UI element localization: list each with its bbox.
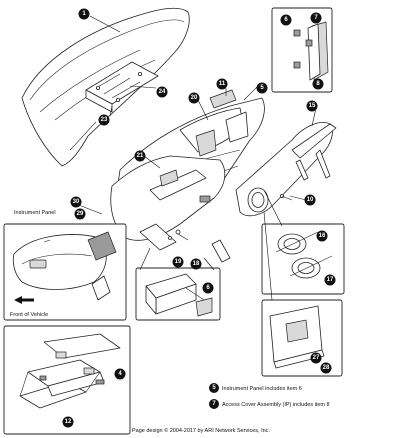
svg-text:24: 24 bbox=[159, 89, 166, 95]
svg-text:11: 11 bbox=[219, 81, 226, 87]
instrument-panel-detail-box bbox=[3, 223, 127, 321]
instrument-panel-label: Instrument Panel bbox=[14, 210, 56, 216]
svg-text:30: 30 bbox=[73, 199, 80, 205]
tray-detail-box bbox=[3, 325, 131, 435]
svg-text:1: 1 bbox=[82, 11, 86, 17]
callout-24[interactable]: 24 bbox=[156, 86, 168, 98]
svg-text:Instrument Panel includes item: Instrument Panel includes item 6 bbox=[222, 386, 302, 392]
callout-12[interactable]: 12 bbox=[62, 416, 74, 428]
legend-item-5: 5 Instrument Panel includes item 6 bbox=[209, 383, 302, 393]
lower-dash-part[interactable] bbox=[110, 155, 231, 263]
legend-item-7: 7 Access Cover Assembly (IP) includes it… bbox=[209, 399, 330, 409]
callout-10[interactable]: 10 bbox=[304, 194, 316, 206]
svg-text:6: 6 bbox=[284, 17, 288, 23]
callout-29[interactable]: 29 bbox=[74, 208, 86, 220]
callout-28[interactable]: 28 bbox=[320, 362, 332, 374]
svg-text:23: 23 bbox=[101, 117, 108, 123]
svg-text:4: 4 bbox=[118, 371, 122, 377]
callout-8[interactable]: 8 bbox=[312, 78, 324, 90]
svg-text:27: 27 bbox=[313, 355, 320, 361]
svg-text:20: 20 bbox=[191, 95, 198, 101]
callout-17[interactable]: 17 bbox=[324, 274, 336, 286]
callout-15[interactable]: 15 bbox=[306, 100, 318, 112]
svg-text:16: 16 bbox=[319, 233, 326, 239]
svg-text:21: 21 bbox=[137, 153, 144, 159]
svg-text:7: 7 bbox=[212, 401, 216, 407]
callout-11[interactable]: 11 bbox=[216, 78, 228, 90]
callout-23[interactable]: 23 bbox=[98, 114, 110, 126]
callout-18[interactable]: 18 bbox=[190, 258, 202, 270]
callout-6-bracket[interactable]: 6 bbox=[202, 282, 214, 294]
svg-text:8: 8 bbox=[316, 81, 320, 87]
svg-text:Access Cover Assembly (IP) inc: Access Cover Assembly (IP) includes item… bbox=[222, 402, 330, 408]
svg-text:5: 5 bbox=[260, 85, 264, 91]
callout-30[interactable]: 30 bbox=[70, 196, 82, 208]
svg-text:12: 12 bbox=[65, 419, 72, 425]
svg-text:18: 18 bbox=[193, 261, 200, 267]
callout-20[interactable]: 20 bbox=[188, 92, 200, 104]
access-cover-detail-box bbox=[261, 299, 343, 377]
callout-19[interactable]: 19 bbox=[172, 256, 184, 268]
callout-6-top[interactable]: 6 bbox=[280, 14, 292, 26]
svg-text:29: 29 bbox=[77, 211, 84, 217]
front-of-vehicle-label: Front of Vehicle bbox=[10, 312, 48, 318]
callout-7[interactable]: 7 bbox=[310, 12, 322, 24]
callout-21[interactable]: 21 bbox=[134, 150, 146, 162]
fasteners bbox=[168, 193, 293, 240]
gauge-pod-part[interactable] bbox=[235, 122, 337, 217]
footer-copyright: Page design © 2004-2017 by ARI Network S… bbox=[132, 427, 270, 434]
access-cover-detail-box bbox=[271, 7, 333, 93]
svg-text:5: 5 bbox=[212, 385, 216, 391]
callout-1[interactable]: 1 bbox=[78, 8, 90, 20]
bracket-detail-box bbox=[135, 267, 221, 321]
svg-text:17: 17 bbox=[327, 277, 334, 283]
callout-5[interactable]: 5 bbox=[256, 82, 268, 94]
callout-4[interactable]: 4 bbox=[114, 368, 126, 380]
svg-text:15: 15 bbox=[309, 103, 316, 109]
gauge-rings-detail-box bbox=[261, 223, 345, 295]
leader-lines bbox=[43, 15, 317, 301]
svg-text:10: 10 bbox=[307, 197, 314, 203]
callout-16[interactable]: 16 bbox=[316, 230, 328, 242]
svg-text:28: 28 bbox=[323, 365, 330, 371]
svg-text:6: 6 bbox=[206, 285, 210, 291]
svg-text:7: 7 bbox=[314, 15, 318, 21]
svg-text:19: 19 bbox=[175, 259, 182, 265]
access-plate-part[interactable] bbox=[85, 61, 159, 113]
callout-27[interactable]: 27 bbox=[310, 352, 322, 364]
